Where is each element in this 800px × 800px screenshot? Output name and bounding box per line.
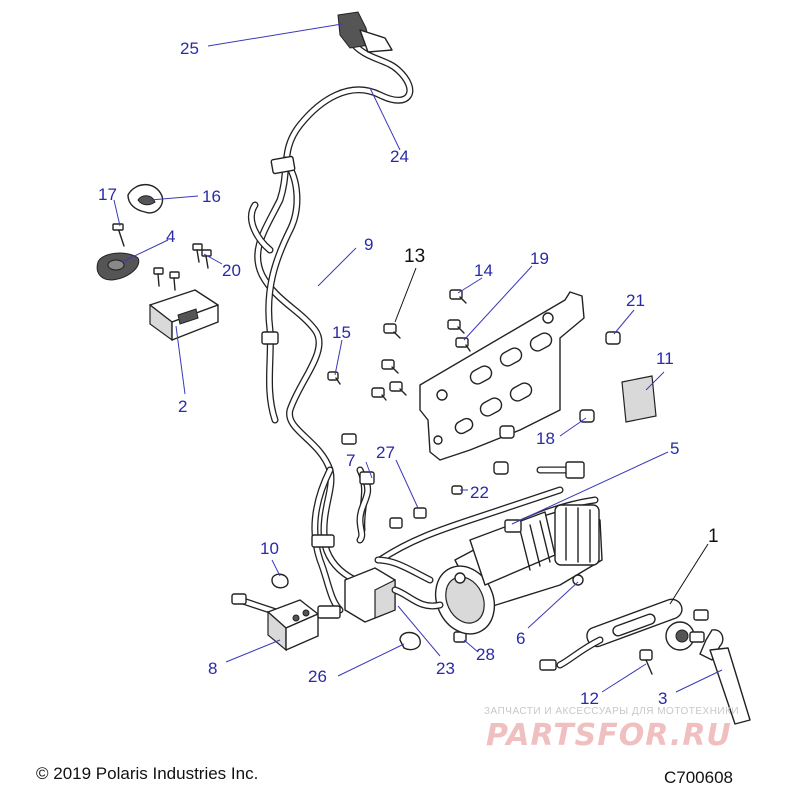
screws-20 xyxy=(153,243,212,291)
bolt-12 xyxy=(639,649,653,675)
callout-20: 20 xyxy=(222,261,241,280)
callout-25: 25 xyxy=(180,39,199,58)
clip-10 xyxy=(271,573,289,589)
fairlead-1 xyxy=(539,598,683,671)
callout-24: 24 xyxy=(390,147,409,166)
gasket-26 xyxy=(399,631,421,651)
callout-16: 16 xyxy=(202,187,221,206)
callout-2: 2 xyxy=(178,397,187,416)
hook-stopper xyxy=(665,609,709,651)
callout-4: 4 xyxy=(166,227,175,246)
callout-27: 27 xyxy=(376,443,395,462)
hook-strap-3 xyxy=(699,629,751,725)
callout-15: 15 xyxy=(332,323,351,342)
contactor-23 xyxy=(317,556,444,623)
callout-17: 17 xyxy=(98,185,117,204)
winch-5 xyxy=(434,496,603,635)
callout-18: 18 xyxy=(536,429,555,448)
callout-12: 12 xyxy=(580,689,599,708)
callout-28: 28 xyxy=(476,645,495,664)
control-module-2 xyxy=(149,289,219,342)
callout-19: 19 xyxy=(530,249,549,268)
watermark-brand: PARTSFOR.RU xyxy=(486,718,732,753)
callout-5: 5 xyxy=(670,439,679,458)
callout-1: 1 xyxy=(708,526,719,547)
leader-lines xyxy=(113,23,723,693)
drawing-code: C700608 xyxy=(664,768,734,787)
callout-10: 10 xyxy=(260,539,279,558)
connector-25 xyxy=(337,11,393,53)
callout-6: 6 xyxy=(516,629,525,648)
callout-22: 22 xyxy=(470,483,489,502)
contactor-8 xyxy=(231,593,319,652)
callout-21: 21 xyxy=(626,291,645,310)
callout-7: 7 xyxy=(346,451,355,470)
cable-7 xyxy=(356,471,375,544)
callout-3: 3 xyxy=(658,689,667,708)
watermark-tagline: ЗАПЧАСТИ И АКСЕССУАРЫ ДЛЯ МОТОТЕХНИКИ xyxy=(484,706,740,717)
screw-17 xyxy=(112,223,125,247)
key-fob-4 xyxy=(96,252,140,281)
callout-labels: 25 24 16 17 4 20 2 9 15 13 14 19 21 11 1… xyxy=(98,39,719,708)
callout-8: 8 xyxy=(208,659,217,678)
copyright-notice: © 2019 Polaris Industries Inc. xyxy=(36,764,259,783)
clip-16 xyxy=(127,183,164,214)
callout-14: 14 xyxy=(474,261,493,280)
callout-9: 9 xyxy=(364,235,373,254)
callout-13: 13 xyxy=(404,246,425,267)
callout-26: 26 xyxy=(308,667,327,686)
callout-11: 11 xyxy=(656,349,674,368)
mounting-plate xyxy=(419,291,585,461)
bolts xyxy=(327,289,621,643)
decal-11 xyxy=(621,375,657,423)
callout-23: 23 xyxy=(436,659,455,678)
